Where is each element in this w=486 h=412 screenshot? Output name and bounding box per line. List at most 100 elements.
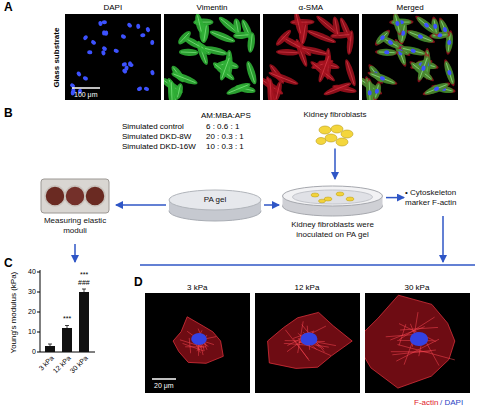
nucleus — [102, 20, 107, 24]
scale-text: 20 μm — [154, 382, 174, 390]
tick — [37, 292, 40, 293]
flow-arrow — [116, 204, 166, 206]
vimentin-fiber — [222, 58, 229, 79]
stiffness-title: 3 kPa — [187, 283, 207, 292]
nucleus — [423, 22, 430, 28]
vimentin-cell — [225, 81, 252, 97]
tick — [37, 272, 40, 273]
category-label: 30 kPa — [69, 354, 90, 375]
flow-arrow — [386, 197, 404, 199]
actin-fiber — [400, 327, 438, 330]
actin-cell — [323, 80, 353, 97]
nucleus — [128, 62, 134, 67]
micrograph-row — [145, 293, 470, 393]
node-text: • Cytoskeleton marker F-actin — [405, 188, 483, 207]
vimentin-fiber — [228, 85, 248, 93]
actin-cell — [315, 14, 341, 37]
actin-cell — [373, 28, 392, 48]
nucleus — [90, 39, 96, 45]
tick — [37, 312, 40, 313]
vimentin-cell — [244, 60, 258, 85]
group-name: Simulated DKD-16W — [122, 142, 196, 151]
scale-bar — [152, 378, 176, 380]
actin-cell — [422, 80, 452, 97]
nucleus — [136, 23, 141, 29]
channel-title: α-SMA — [299, 3, 324, 12]
nucleus — [126, 22, 133, 28]
nucleus — [395, 21, 400, 27]
micrograph — [65, 14, 161, 100]
flow-arrow — [74, 244, 76, 262]
group-name: Simulated control — [122, 122, 184, 131]
actin-fiber — [278, 51, 298, 53]
vimentin-cell — [202, 44, 228, 57]
vimentin-fiber — [181, 51, 197, 53]
actin-cell — [389, 19, 413, 26]
bar-chart — [37, 270, 95, 352]
nucleus — [410, 48, 416, 53]
actin-cell — [290, 19, 314, 26]
channel-title: Vimentin — [197, 3, 228, 12]
actin-fiber — [187, 331, 208, 346]
flow-arrow — [264, 204, 279, 206]
actin-fiber — [335, 18, 338, 34]
cell-layer — [263, 14, 358, 100]
vimentin-cell — [380, 34, 401, 50]
vimentin-fiber — [236, 20, 238, 32]
vimentin-fiber — [248, 63, 254, 82]
nucleus — [76, 71, 82, 78]
nucleus — [101, 45, 108, 51]
category-label: 12 kPa — [52, 354, 73, 375]
channel-title: Merged — [397, 3, 424, 12]
nucleus — [447, 40, 452, 46]
error-bar — [48, 344, 52, 346]
marker-node: • Cytoskeleton marker F-actin — [405, 188, 483, 207]
bar — [62, 328, 72, 352]
vimentin-fiber — [420, 58, 427, 79]
nucleus — [379, 34, 385, 41]
vimentin-fiber — [403, 48, 423, 53]
cell-layer — [365, 295, 455, 388]
tick — [37, 352, 40, 353]
vimentin-cell — [431, 31, 449, 40]
vimentin-fiber — [396, 16, 400, 32]
nucleus — [143, 86, 149, 91]
vimentin-cell — [233, 31, 251, 40]
channel-title: DAPI — [104, 3, 123, 12]
vimentin-cell — [232, 18, 242, 35]
vimentin-fiber — [250, 34, 252, 51]
vimentin-cell — [392, 14, 404, 34]
actin-cell — [343, 58, 358, 87]
actin-cell — [398, 44, 428, 57]
y-axis — [40, 270, 41, 352]
nucleus — [410, 332, 428, 346]
tick-label: 30 — [28, 288, 36, 296]
vimentin-cell — [170, 70, 199, 87]
scale-text: 100 μm — [74, 91, 98, 99]
dish-node: Kidney fibroblasts were inoculated on PA… — [280, 180, 385, 239]
nucleus — [136, 86, 142, 92]
actin-cell — [371, 81, 382, 100]
micrograph — [255, 293, 360, 393]
cell-body — [365, 295, 455, 388]
vimentin-fiber — [426, 85, 446, 93]
tick — [37, 332, 40, 333]
actin-fiber — [326, 84, 350, 94]
actin-cell — [276, 49, 300, 56]
actin-cell — [375, 49, 399, 56]
ratio-value: 10 : 0.3 : 1 — [206, 142, 244, 151]
nucleus — [421, 65, 427, 71]
petri-dish — [280, 180, 385, 218]
actin-fiber — [399, 324, 406, 345]
significance-mark: ### — [78, 279, 90, 287]
cell-body — [173, 317, 223, 364]
stain-label: / DAPI — [440, 398, 463, 407]
actin-cell — [430, 16, 440, 37]
actin-fiber — [392, 350, 436, 355]
vimentin-fiber — [235, 35, 248, 36]
vimentin-fiber — [173, 74, 195, 83]
significance-mark: *** — [63, 315, 71, 323]
nucleus — [433, 86, 439, 92]
gel-disc — [167, 187, 263, 223]
actin-cell — [274, 28, 293, 48]
